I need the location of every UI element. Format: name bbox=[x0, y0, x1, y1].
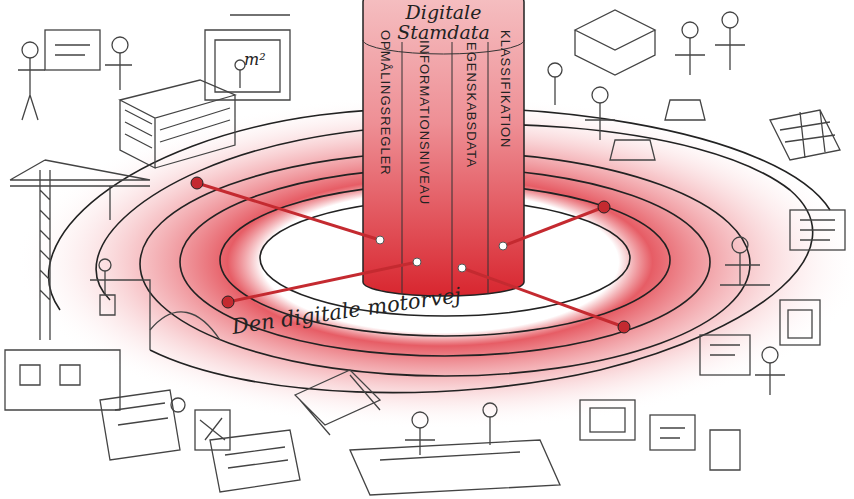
area-unit: m² bbox=[244, 50, 266, 69]
road-label: Den digitale motorvej bbox=[230, 283, 462, 339]
data-cylinder: Digitale StamdataOPMÅLINGSREGLERINFORMAT… bbox=[362, 0, 525, 298]
data-column: INFORMATIONSNIVEAU bbox=[410, 40, 438, 250]
data-column: KLASSIFIKATION bbox=[492, 30, 518, 210]
data-column: OPMÅLINGSREGLER bbox=[372, 30, 398, 230]
column-label: EGENSKABSDATA bbox=[458, 42, 484, 222]
column-label: OPMÅLINGSREGLER bbox=[372, 30, 398, 230]
data-links bbox=[191, 177, 630, 333]
column-label: KLASSIFIKATION bbox=[492, 30, 518, 210]
column-label: INFORMATIONSNIVEAU bbox=[410, 40, 438, 250]
data-column: EGENSKABSDATA bbox=[458, 42, 484, 222]
